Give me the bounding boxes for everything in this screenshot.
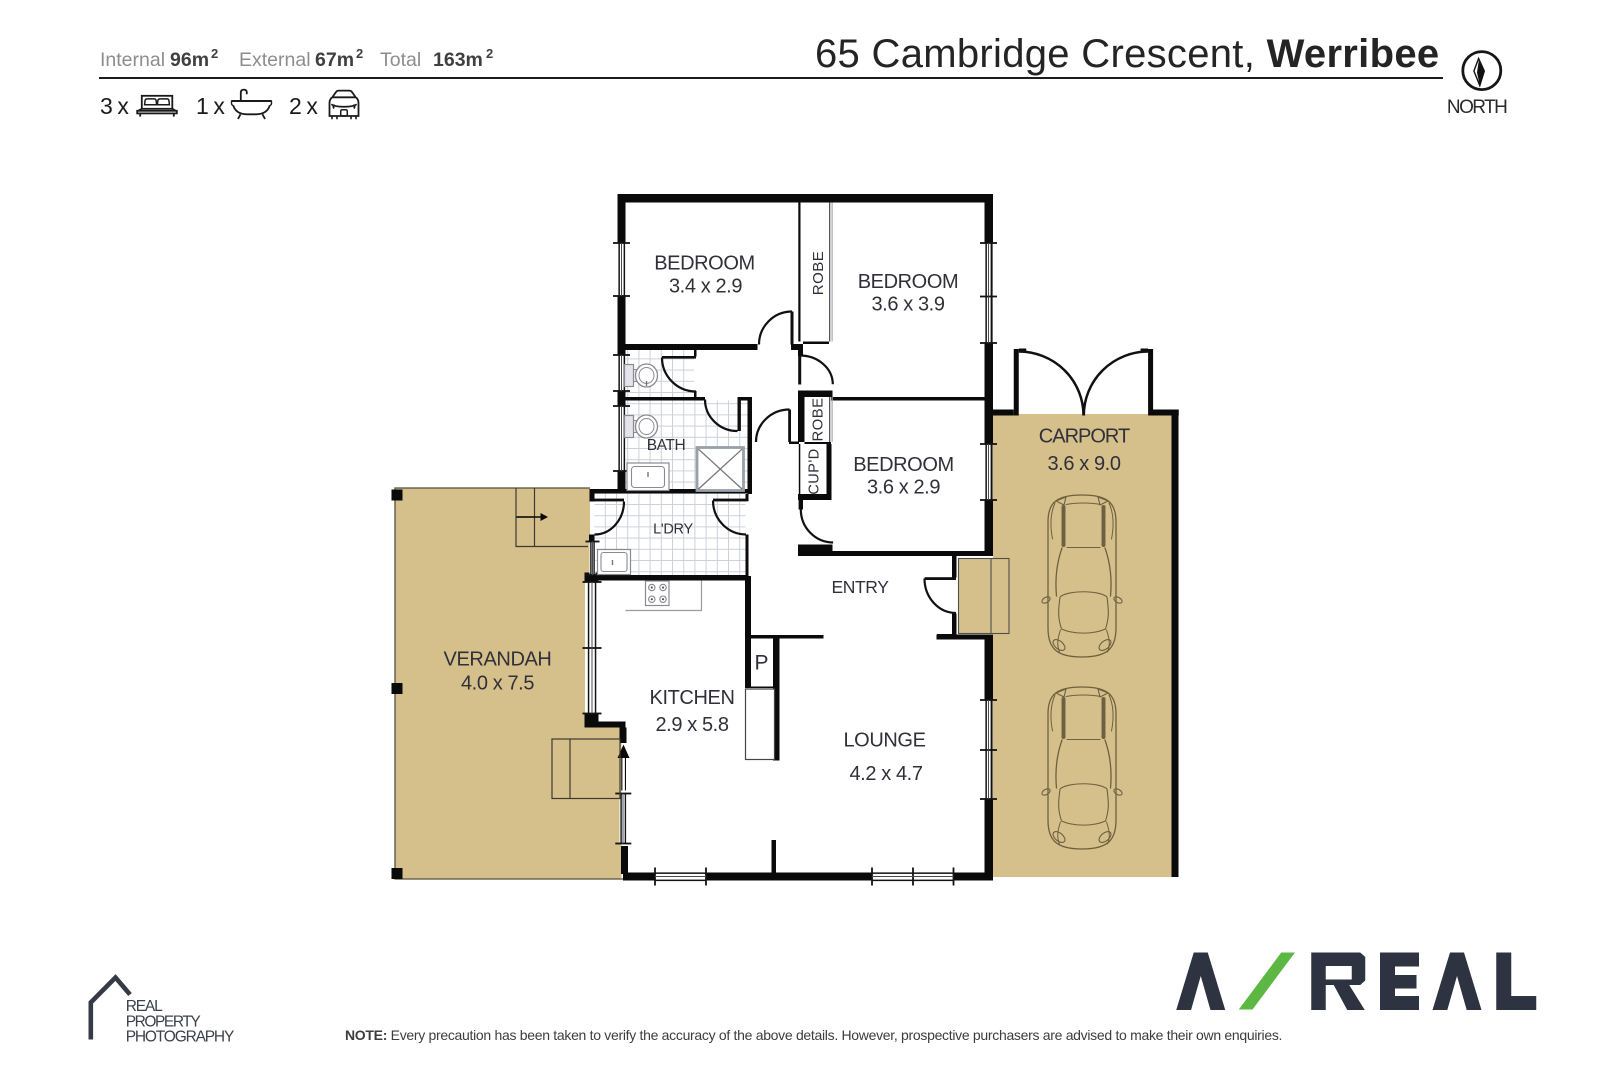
svg-text:2: 2: [356, 46, 363, 61]
svg-text:3.6 x 3.9: 3.6 x 3.9: [871, 294, 944, 316]
svg-text:65 Cambridge Crescent, Werribe: 65 Cambridge Crescent, Werribee: [815, 32, 1439, 76]
svg-text:ROBE: ROBE: [811, 398, 827, 442]
svg-text:KITCHEN: KITCHEN: [650, 687, 735, 709]
svg-text:67m: 67m: [315, 49, 354, 71]
svg-text:REAL: REAL: [126, 998, 163, 1015]
svg-text:3.6 x 9.0: 3.6 x 9.0: [1047, 453, 1120, 475]
svg-text:CARPORT: CARPORT: [1039, 426, 1130, 448]
svg-text:PHOTOGRAPHY: PHOTOGRAPHY: [126, 1028, 235, 1045]
svg-text:L'DRY: L'DRY: [653, 522, 693, 538]
svg-text:BATH: BATH: [647, 437, 686, 454]
svg-text:VERANDAH: VERANDAH: [444, 649, 552, 671]
svg-text:NOTE: Every precaution has bee: NOTE: Every precaution has been taken to…: [345, 1027, 1282, 1043]
svg-text:PROPERTY: PROPERTY: [126, 1013, 201, 1030]
svg-text:Internal: Internal: [100, 49, 165, 71]
svg-text:BEDROOM: BEDROOM: [858, 271, 959, 293]
svg-text:ENTRY: ENTRY: [832, 577, 890, 597]
svg-text:2: 2: [486, 46, 493, 61]
svg-text:P: P: [754, 652, 768, 675]
svg-text:BEDROOM: BEDROOM: [654, 252, 755, 274]
svg-text:4.0 x 7.5: 4.0 x 7.5: [461, 673, 534, 695]
svg-text:ROBE: ROBE: [810, 251, 827, 296]
svg-text:2.9 x 5.8: 2.9 x 5.8: [655, 714, 728, 736]
svg-text:LOUNGE: LOUNGE: [843, 730, 925, 752]
svg-text:3 x: 3 x: [100, 93, 129, 119]
svg-text:3.6 x 2.9: 3.6 x 2.9: [867, 477, 940, 499]
svg-text:External: External: [239, 49, 311, 71]
svg-text:96m: 96m: [170, 49, 209, 71]
svg-text:1 x: 1 x: [196, 93, 225, 119]
svg-text:NORTH: NORTH: [1447, 97, 1508, 118]
svg-text:163m: 163m: [433, 49, 483, 71]
svg-text:2 x: 2 x: [289, 93, 318, 119]
svg-text:Total: Total: [380, 49, 421, 71]
svg-text:CUP'D: CUP'D: [807, 448, 823, 494]
svg-text:BEDROOM: BEDROOM: [853, 454, 954, 476]
svg-text:2: 2: [211, 46, 218, 61]
svg-text:4.2 x 4.7: 4.2 x 4.7: [849, 763, 922, 785]
svg-text:3.4 x 2.9: 3.4 x 2.9: [669, 275, 742, 297]
